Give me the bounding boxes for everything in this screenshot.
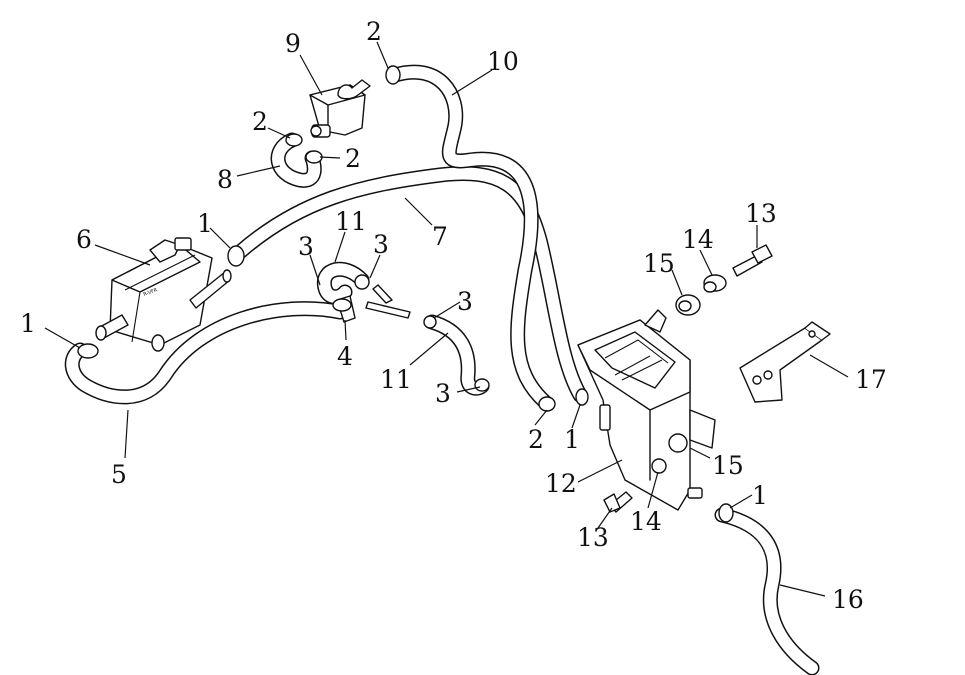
clamp-2-top bbox=[385, 65, 401, 85]
clamp-3-a bbox=[354, 274, 370, 290]
bolt-13-upper bbox=[732, 244, 773, 277]
callout-9: 9 bbox=[285, 29, 301, 58]
clamp-1-left bbox=[227, 245, 245, 267]
hose-8 bbox=[270, 132, 322, 188]
callout-16: 16 bbox=[832, 585, 864, 614]
callout-7: 7 bbox=[432, 222, 448, 251]
purge-valve-9 bbox=[309, 79, 371, 138]
svg-text:R-VFR: R-VFR bbox=[143, 287, 159, 298]
callout-4: 4 bbox=[337, 342, 353, 371]
hose-11-upper bbox=[316, 261, 370, 305]
clamp-1-hose16 bbox=[718, 503, 734, 523]
bolt-13-lower bbox=[603, 491, 633, 513]
callout-10: 10 bbox=[487, 47, 519, 76]
callout-8: 8 bbox=[217, 165, 233, 194]
hose-16 bbox=[714, 507, 820, 675]
clamp-3-c bbox=[474, 378, 490, 392]
callout-5: 5 bbox=[111, 460, 127, 489]
callout-1: 1 bbox=[564, 425, 580, 454]
callout-labels: 2 9 10 2 2 8 1 6 11 3 3 7 13 14 15 1 3 4… bbox=[20, 17, 887, 614]
clamp-3-b bbox=[423, 315, 437, 329]
callout-1: 1 bbox=[20, 309, 36, 338]
callout-6: 6 bbox=[76, 225, 92, 254]
hose-10 bbox=[387, 64, 553, 410]
callout-11: 11 bbox=[335, 207, 367, 236]
clamp-2-lower bbox=[305, 150, 323, 164]
callout-17: 17 bbox=[855, 365, 887, 394]
callout-12: 12 bbox=[545, 469, 577, 498]
canister-6: R-VFR bbox=[95, 237, 232, 352]
callout-2: 2 bbox=[528, 425, 544, 454]
callout-14: 14 bbox=[630, 507, 662, 536]
callout-14: 14 bbox=[682, 225, 714, 254]
callout-11: 11 bbox=[380, 365, 412, 394]
callout-3: 3 bbox=[435, 379, 451, 408]
clamp-1-far bbox=[77, 343, 99, 359]
canister-12 bbox=[577, 309, 716, 511]
hose-7 bbox=[232, 166, 588, 403]
callout-3: 3 bbox=[373, 230, 389, 259]
bracket-17 bbox=[739, 321, 831, 403]
grommet-15-upper bbox=[675, 294, 701, 316]
fitting-4 bbox=[332, 295, 356, 323]
callout-13: 13 bbox=[745, 199, 777, 228]
callout-15: 15 bbox=[643, 249, 675, 278]
callout-2: 2 bbox=[345, 144, 361, 173]
leader-lines bbox=[44, 41, 849, 597]
callout-3: 3 bbox=[457, 287, 473, 316]
callout-1: 1 bbox=[197, 209, 213, 238]
clamp-1-canister bbox=[575, 388, 589, 406]
callout-3: 3 bbox=[298, 232, 314, 261]
callout-2: 2 bbox=[366, 17, 382, 46]
callout-2: 2 bbox=[252, 107, 268, 136]
callout-1: 1 bbox=[752, 481, 768, 510]
clamp-2-canister bbox=[538, 396, 556, 412]
clamp-2-mid bbox=[285, 133, 303, 147]
tee-fitting bbox=[365, 284, 411, 319]
collar-14-upper bbox=[703, 274, 727, 293]
hose-5 bbox=[64, 301, 348, 405]
callout-13: 13 bbox=[577, 523, 609, 552]
callout-15: 15 bbox=[712, 451, 744, 480]
